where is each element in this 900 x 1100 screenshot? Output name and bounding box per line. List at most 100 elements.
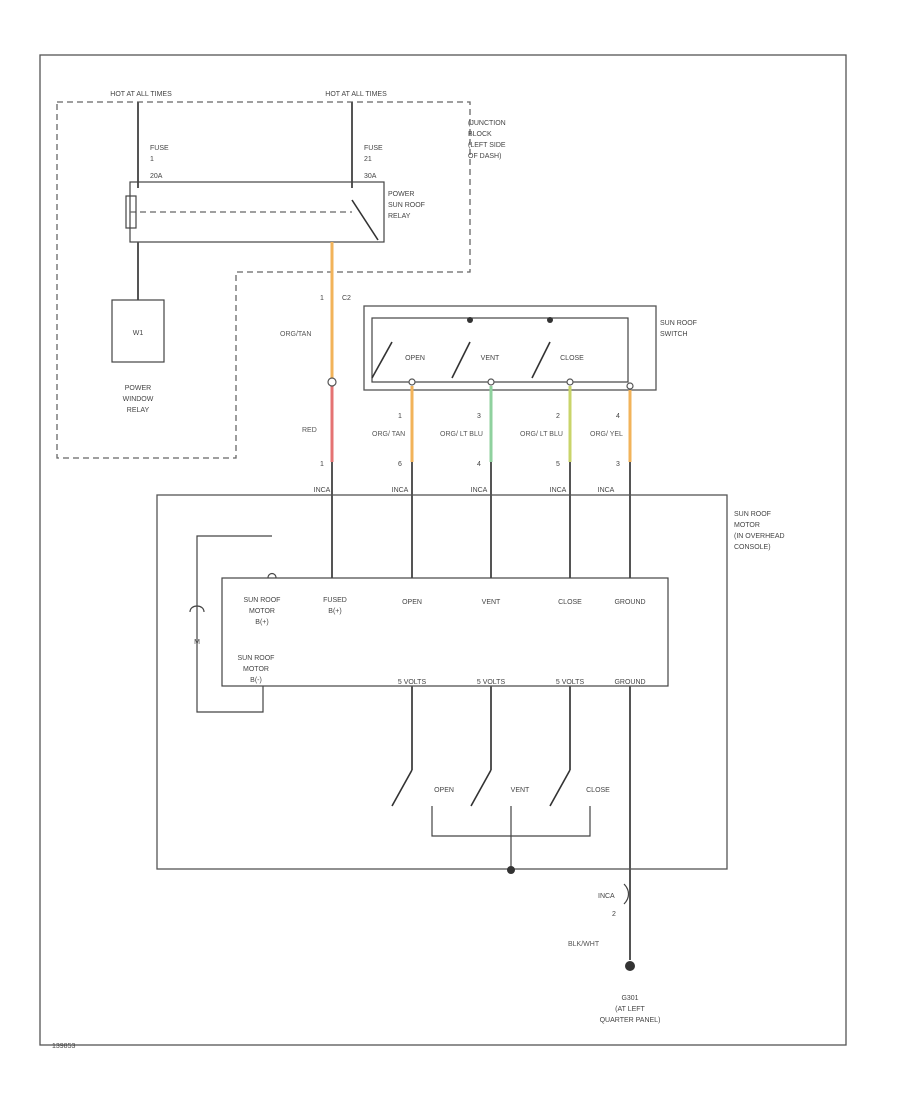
wire-ground-switch	[626, 382, 634, 578]
power-window-relay	[111, 299, 165, 363]
wire-open	[408, 378, 416, 578]
switch-common-node-1	[467, 317, 473, 323]
ground-label-1: G301	[621, 995, 638, 1002]
ground-connector-mark	[623, 883, 630, 905]
wire-close-color: ORG/ LT BLU	[520, 431, 563, 438]
internal-position-vent: VENT	[511, 787, 530, 794]
switch-close-blade	[531, 341, 551, 379]
wire-ground-color: ORG/ YEL	[590, 431, 623, 438]
wire-power-color-upper: ORG/TAN	[280, 331, 311, 338]
wire-close-pin-bottom: 5	[556, 461, 560, 468]
junction-block-outline	[56, 101, 471, 459]
module-label-motor-b-minus-1: SUN ROOF	[238, 655, 275, 662]
motor-label-2: MOTOR	[734, 522, 760, 529]
fuse-1-number: 1	[150, 156, 154, 163]
wire-vent-pin-bottom: 4	[477, 461, 481, 468]
switch-label-2: SWITCH	[660, 331, 688, 338]
wire-vent	[487, 378, 495, 578]
junction-block-label-2: BLOCK	[468, 131, 492, 138]
wire-close-pin-top: 2	[556, 413, 560, 420]
switch-open-blade	[371, 341, 393, 379]
motor-loop-wire	[196, 535, 272, 713]
ground-label-2: (AT LEFT	[615, 1006, 645, 1013]
relay-contact	[351, 199, 379, 241]
source-2-label: HOT AT ALL TIMES	[325, 91, 387, 98]
module-label-motor-b-plus-2: MOTOR	[249, 608, 275, 615]
wire-vent-connector: INCA	[471, 487, 488, 494]
wire-ground-pin-top: 4	[616, 413, 620, 420]
switch-position-open: OPEN	[405, 355, 425, 362]
module-label-ground: GROUND	[614, 599, 645, 606]
window-relay-label-1: POWER	[125, 385, 151, 392]
switch-position-close: CLOSE	[560, 355, 584, 362]
motor-symbol: M	[194, 639, 200, 646]
wire-vent-pin-top: 3	[477, 413, 481, 420]
relay-label-2: SUN ROOF	[388, 202, 425, 209]
ground-point	[625, 961, 635, 971]
figure-id: 139853	[52, 1043, 75, 1050]
motor-label-1: SUN ROOF	[734, 511, 771, 518]
wire-power-color-lower: RED	[302, 427, 317, 434]
wire-close	[566, 378, 574, 578]
window-relay-id: W1	[133, 330, 144, 337]
module-label-motor-b-plus-1: SUN ROOF	[244, 597, 281, 604]
sun-roof-switch-outer	[363, 305, 657, 391]
window-relay-label-2: WINDOW	[123, 396, 154, 403]
source-1-label: HOT AT ALL TIMES	[110, 91, 172, 98]
wire-power-pin-bottom: 1	[320, 461, 324, 468]
fuse-1-rating: 20A	[150, 173, 163, 180]
sun-roof-motor-box	[156, 494, 728, 870]
wire-ground-connector: INCA	[598, 487, 615, 494]
wire-open-color: ORG/ TAN	[372, 431, 405, 438]
junction-block-label-3: (LEFT SIDE	[468, 142, 506, 149]
module-bottom-5v-3: 5 VOLTS	[556, 679, 585, 686]
ground-wire-color: BLK/WHT	[568, 941, 600, 948]
ground-label-3: QUARTER PANEL)	[600, 1017, 661, 1024]
wire-power-connector: C2	[342, 295, 351, 302]
motor-label-4: CONSOLE)	[734, 544, 771, 551]
ground-connector-label: INCA	[598, 893, 615, 900]
ground-pin: 2	[612, 911, 616, 918]
switch-vent-blade	[451, 341, 471, 379]
module-label-fused-1: FUSED	[323, 597, 347, 604]
wire-open-pin-top: 1	[398, 413, 402, 420]
internal-switch-vent	[470, 769, 492, 807]
wire-ground-pin-bottom: 3	[616, 461, 620, 468]
fuse-2-name: FUSE	[364, 145, 383, 152]
fuse-1-name: FUSE	[150, 145, 169, 152]
module-bottom-5v-1: 5 VOLTS	[398, 679, 427, 686]
module-label-fused-2: B(+)	[328, 608, 341, 615]
module-label-motor-b-plus-3: B(+)	[255, 619, 268, 626]
relay-label-3: RELAY	[388, 213, 411, 220]
motor-control-module	[221, 577, 669, 687]
internal-switch-open	[391, 769, 413, 807]
relay-coil	[125, 195, 137, 229]
motor-arc	[189, 605, 205, 613]
wire-power-splice	[327, 377, 337, 387]
switch-position-vent: VENT	[481, 355, 500, 362]
motor-feed-arc	[267, 572, 277, 579]
internal-ground-node	[507, 866, 515, 874]
wire-power-pin-top: 1	[320, 295, 324, 302]
internal-position-close: CLOSE	[586, 787, 610, 794]
internal-position-open: OPEN	[434, 787, 454, 794]
module-bottom-ground: GROUND	[614, 679, 645, 686]
switch-label-1: SUN ROOF	[660, 320, 697, 327]
module-label-open: OPEN	[402, 599, 422, 606]
wire-power-connector-bottom: INCA	[314, 487, 331, 494]
module-label-motor-b-minus-2: MOTOR	[243, 666, 269, 673]
switch-common-node-2	[547, 317, 553, 323]
wire-close-connector: INCA	[550, 487, 567, 494]
module-label-motor-b-minus-3: B(-)	[250, 677, 262, 684]
internal-switch-close	[549, 769, 571, 807]
junction-block-label-4: OF DASH)	[468, 153, 501, 160]
relay-label-1: POWER	[388, 191, 414, 198]
fuse-2-rating: 30A	[364, 173, 377, 180]
wire-open-connector: INCA	[392, 487, 409, 494]
module-label-vent: VENT	[482, 599, 501, 606]
wire-open-pin-bottom: 6	[398, 461, 402, 468]
motor-label-3: (IN OVERHEAD	[734, 533, 785, 540]
wire-vent-color: ORG/ LT BLU	[440, 431, 483, 438]
fuse-2-number: 21	[364, 156, 372, 163]
